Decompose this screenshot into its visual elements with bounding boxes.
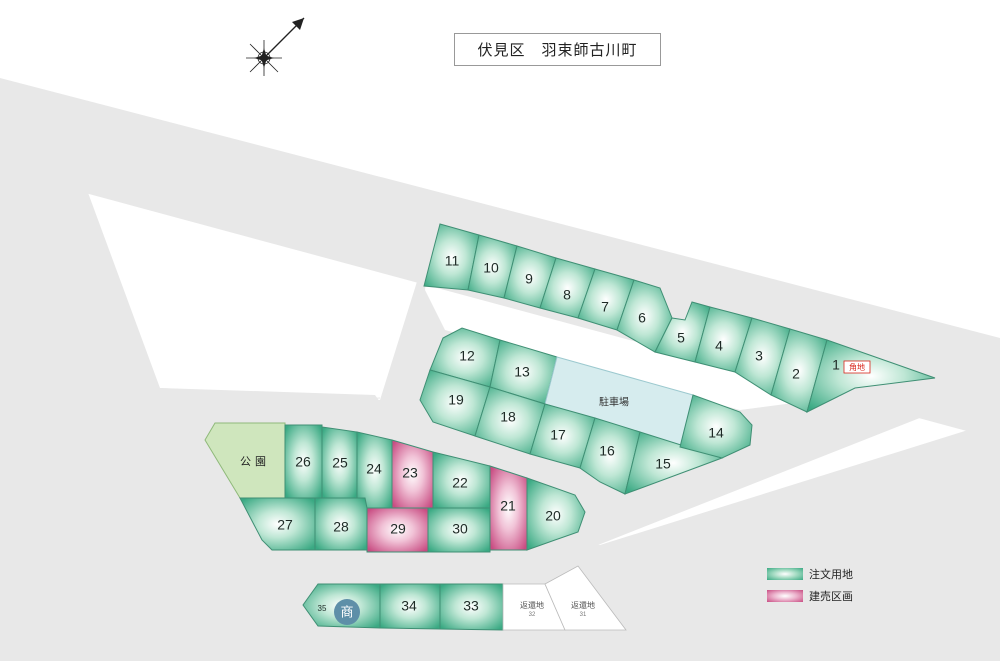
lot-30[interactable]	[427, 507, 491, 553]
lot-25[interactable]	[321, 426, 358, 499]
location-title: 伏見区 羽束師古川町	[454, 33, 661, 66]
lot-27[interactable]	[239, 497, 316, 551]
lot-20[interactable]	[526, 477, 586, 551]
parking-label: 駐車場	[599, 396, 629, 409]
lot-29[interactable]	[366, 507, 429, 553]
turnaround-32-sub: 32	[529, 612, 536, 618]
lot-21[interactable]	[489, 465, 528, 551]
turnaround-lot-31	[544, 565, 627, 631]
shop-badge	[334, 599, 360, 625]
west-road	[0, 95, 380, 661]
lot-23[interactable]	[391, 439, 434, 509]
corner-label: 角地	[849, 362, 865, 372]
legend-sale: 建売区画	[767, 585, 853, 607]
legend-order-swatch	[767, 568, 803, 580]
inner-ring-edge	[169, 397, 381, 411]
block-c: 公園 26 25 24 23 22 21 20 27 28 29 30	[204, 422, 586, 553]
lot-1[interactable]	[806, 339, 936, 413]
legend-sale-label: 建売区画	[809, 591, 853, 603]
lot-16[interactable]	[579, 417, 641, 495]
lot-28[interactable]	[314, 497, 368, 551]
compass-icon	[246, 17, 305, 76]
lot-26[interactable]	[284, 424, 323, 499]
turnaround-31-sub: 31	[580, 612, 587, 618]
lot-34[interactable]	[379, 583, 441, 630]
legend-sale-swatch	[767, 590, 803, 602]
lot-14[interactable]	[679, 394, 753, 459]
lot-24[interactable]	[356, 431, 393, 509]
turnaround-31-label: 返還地	[571, 600, 595, 610]
corner-badge	[843, 360, 871, 374]
legend-order-label: 注文用地	[809, 569, 853, 581]
legend-order: 注文用地	[767, 563, 853, 585]
lot-33[interactable]	[439, 583, 504, 631]
legend: 注文用地 建売区画	[767, 563, 853, 607]
turnaround-32-label: 返還地	[520, 600, 544, 610]
lot-19[interactable]	[419, 369, 491, 437]
park-label: 公園	[240, 455, 270, 468]
